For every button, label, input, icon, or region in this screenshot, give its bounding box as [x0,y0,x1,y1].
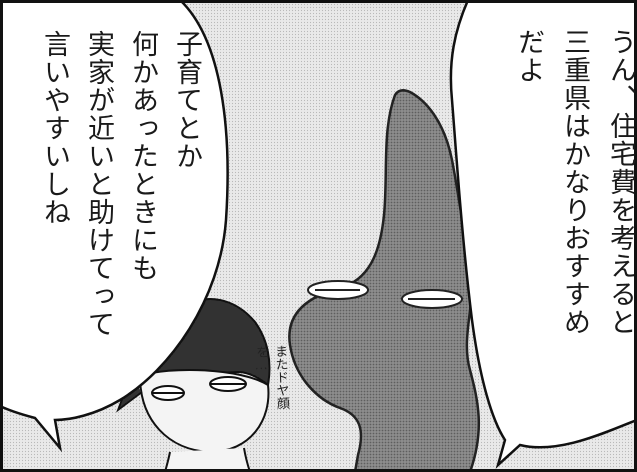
right-speech-line-2: 三重県はかなりおすすめ [559,28,590,336]
right-speech-line-1: うん、住宅費を考えると [605,28,636,336]
right-speech-line-3: だよ [513,28,544,84]
left-speech-line-2: 何かあったときにも [127,30,158,282]
right-speech-text: うん、住宅費を考えると 三重県はかなりおすすめ だよ [505,28,637,336]
right-speech-balloon [449,0,637,469]
left-speech-line-3: 実家が近いと助けてって [83,30,114,338]
aside-line-2: を… [252,345,269,374]
mie-character [288,89,481,472]
aside-line-1: またドヤ顔 [271,344,290,410]
left-speech-balloon [0,0,229,453]
left-speech-line-4: 言いやすいしね [39,30,70,226]
left-speech-text: 子育てとか 何かあったときにも 実家が近いと助けてって 言いやすいしね [32,30,208,338]
left-speech-line-1: 子育てとか [171,30,202,170]
aside-handwritten-text: またドヤ顔 を… [251,344,291,410]
